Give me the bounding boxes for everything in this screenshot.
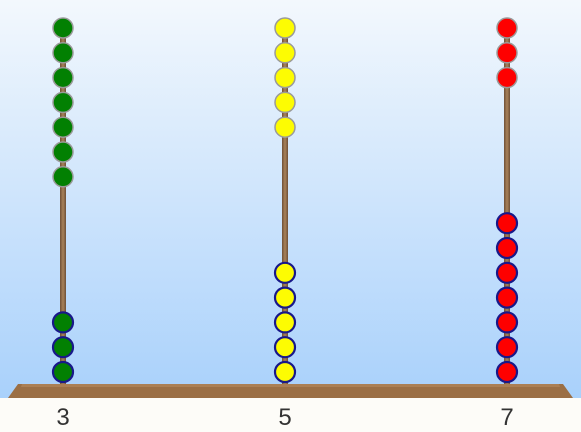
bead-yellow-uncounted[interactable] (274, 42, 296, 64)
bead-red-uncounted[interactable] (496, 66, 518, 89)
bead-yellow-counted[interactable] (273, 360, 297, 384)
bead-red-counted[interactable] (495, 286, 519, 309)
bead-green-uncounted[interactable] (52, 66, 74, 89)
bead-green-uncounted[interactable] (52, 17, 74, 39)
abacus-base (8, 384, 573, 398)
rod-yellow-value-label: 5 (278, 404, 292, 431)
bead-green-counted[interactable] (51, 311, 75, 334)
bead-yellow-uncounted[interactable] (274, 17, 296, 39)
bead-red-counted[interactable] (495, 236, 519, 260)
bead-green-uncounted[interactable] (52, 42, 74, 64)
bead-yellow-uncounted[interactable] (274, 66, 296, 89)
bead-red-counted[interactable] (495, 336, 519, 359)
bead-yellow-counted[interactable] (273, 286, 297, 309)
bead-yellow-counted[interactable] (273, 311, 297, 334)
bead-red-counted[interactable] (495, 360, 519, 384)
bead-green-uncounted[interactable] (52, 166, 74, 188)
bead-yellow-uncounted[interactable] (274, 91, 296, 114)
bead-green-uncounted[interactable] (52, 116, 74, 138)
bead-yellow-uncounted[interactable] (274, 116, 296, 138)
rod-yellow (282, 22, 288, 386)
bead-red-counted[interactable] (495, 311, 519, 334)
bead-green-uncounted[interactable] (52, 141, 74, 163)
bead-red-uncounted[interactable] (496, 42, 518, 64)
bead-red-uncounted[interactable] (496, 17, 518, 39)
label-strip (0, 398, 581, 432)
bead-yellow-counted[interactable] (273, 261, 297, 284)
rods (60, 22, 510, 386)
abacus-base-highlight (21, 384, 560, 387)
bead-green-counted[interactable] (51, 336, 75, 359)
bead-red-counted[interactable] (495, 261, 519, 284)
bead-green-counted[interactable] (51, 360, 75, 384)
bead-yellow-counted[interactable] (273, 336, 297, 359)
rod-green-value-label: 3 (56, 404, 70, 431)
bead-green-uncounted[interactable] (52, 91, 74, 114)
rod-red-value-label: 7 (500, 404, 514, 431)
rod-red (504, 22, 510, 386)
rod-green (60, 22, 66, 386)
beads (51, 17, 519, 384)
bead-red-counted[interactable] (495, 212, 519, 235)
